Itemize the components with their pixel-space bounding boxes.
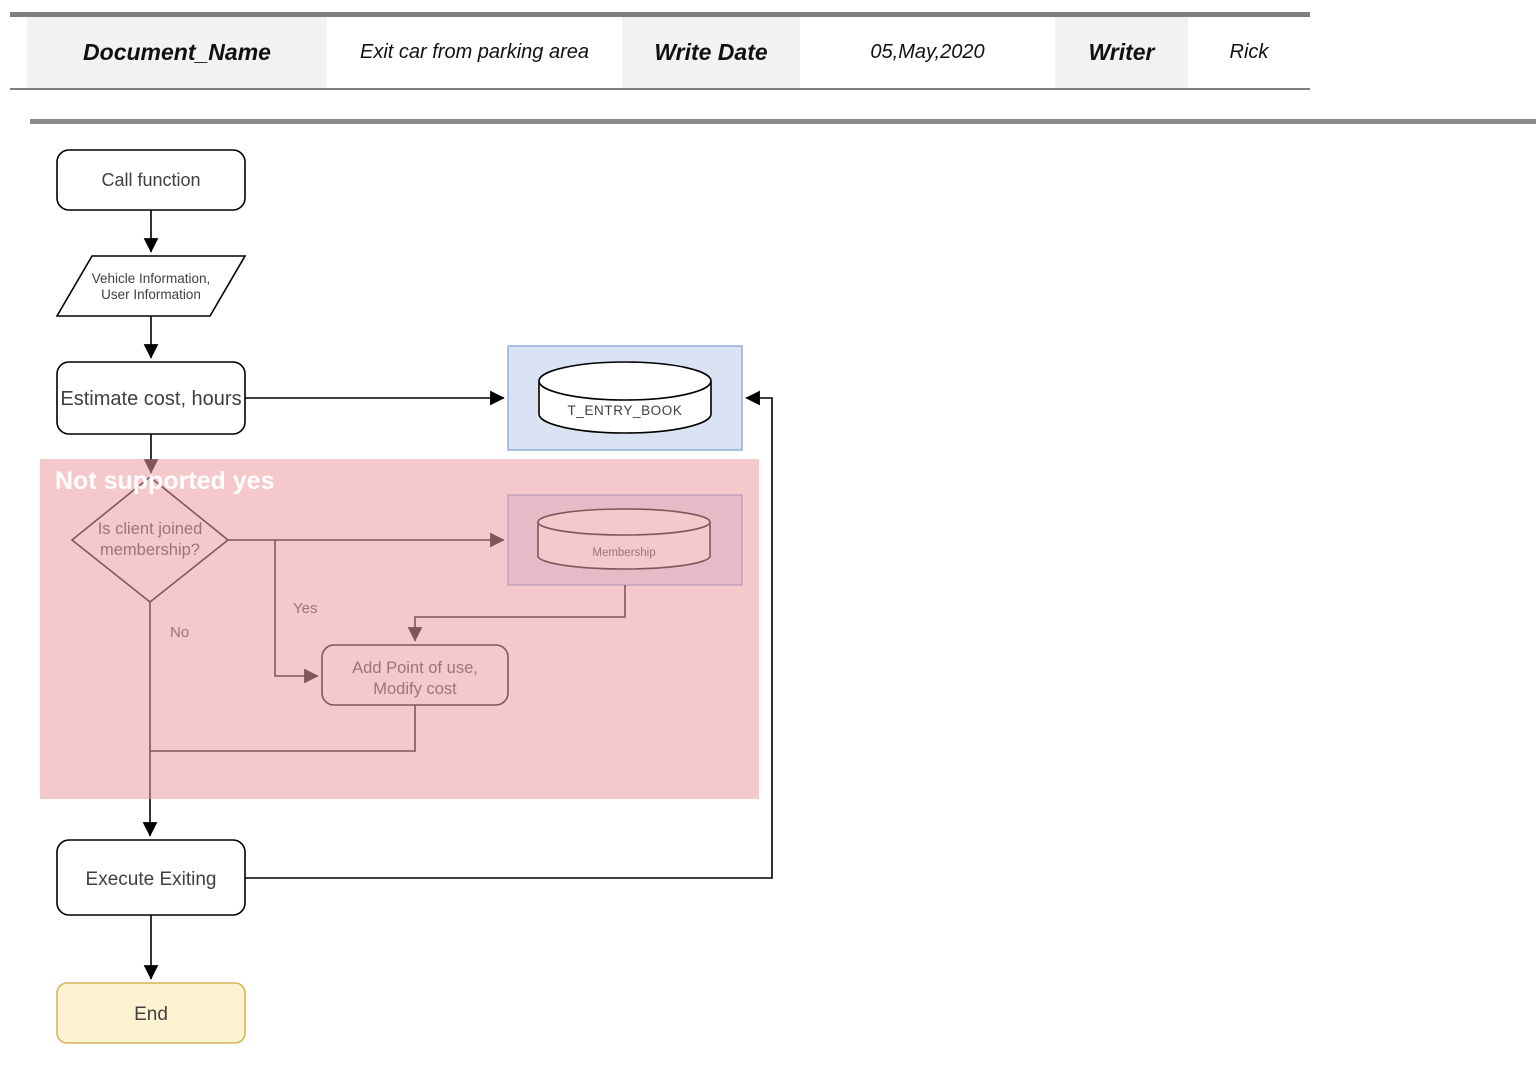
node-end bbox=[56, 982, 246, 1044]
writer-value: Rick bbox=[1188, 17, 1310, 88]
document-header-table: Document_Name Exit car from parking area… bbox=[10, 17, 1310, 90]
call-function-label: Call function bbox=[101, 170, 200, 190]
node-execute-exiting bbox=[56, 839, 246, 916]
node-call-function bbox=[56, 149, 246, 211]
node-input-information bbox=[55, 255, 247, 317]
write-date-value: 05,May,2020 bbox=[800, 17, 1055, 88]
input-information-line2: User Information bbox=[101, 287, 201, 302]
write-date-label: Write Date bbox=[622, 17, 800, 88]
execute-exiting-label: Execute Exiting bbox=[86, 869, 217, 890]
header-left-pad bbox=[10, 17, 27, 88]
node-estimate-cost bbox=[56, 361, 246, 435]
end-label: End bbox=[134, 1004, 168, 1025]
t-entry-book-cylinder-top bbox=[538, 361, 712, 401]
section-divider bbox=[30, 119, 1536, 124]
edge-execute-loop-to-t-entry-book bbox=[245, 390, 773, 879]
writer-label: Writer bbox=[1055, 17, 1188, 88]
not-supported-overlay bbox=[40, 459, 759, 799]
not-supported-label: Not supported yes bbox=[55, 467, 274, 495]
input-information-line1: Vehicle Information, bbox=[92, 271, 211, 286]
estimate-cost-label: Estimate cost, hours bbox=[60, 388, 241, 410]
t-entry-book-label: T_ENTRY_BOOK bbox=[568, 403, 683, 418]
top-divider bbox=[10, 12, 1310, 17]
document-name-value: Exit car from parking area bbox=[327, 17, 622, 88]
document-name-label: Document_Name bbox=[27, 17, 327, 88]
